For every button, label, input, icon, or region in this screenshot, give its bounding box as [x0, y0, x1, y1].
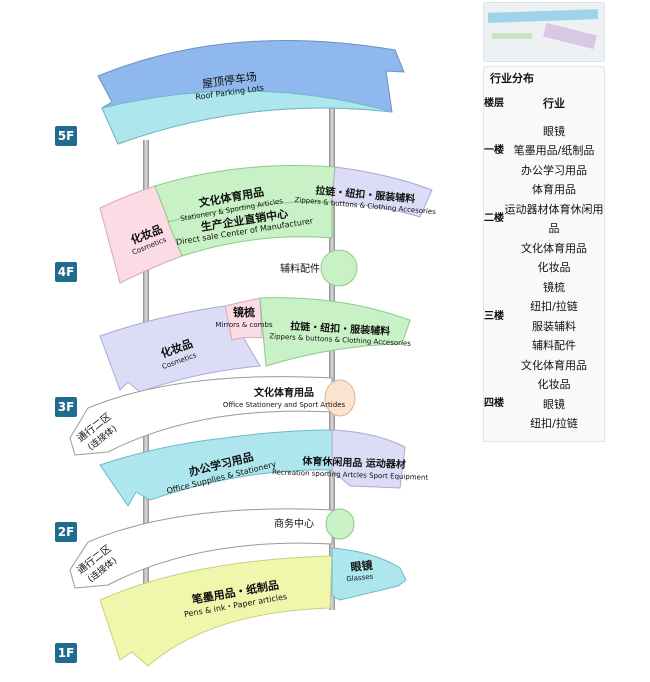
legend-row: 文化体育用品: [484, 355, 604, 375]
legend-row: 笔墨用品/纸制品: [484, 141, 604, 161]
support-pole-right: [329, 98, 335, 610]
f2-passage-area[interactable]: [69, 508, 333, 589]
legend-floor-1: 一楼: [484, 144, 504, 156]
f3-cosmetics-area[interactable]: [99, 305, 261, 393]
thumbnail-band: [543, 22, 597, 50]
legend-row: 文化体育用品: [484, 238, 604, 258]
floor-4f: 化妆品 Cosmetics 文化体育用品 Stationery & Sporti…: [99, 165, 436, 287]
legend-title: 行业分布: [490, 72, 534, 85]
f4-accessories-area[interactable]: [320, 249, 358, 287]
industry-legend-panel: 行业分布 楼层 行业 一楼眼镜 笔墨用品/纸制品 办公学习用品 二楼体育用品 运…: [483, 66, 605, 442]
thumbnail-band: [487, 9, 599, 23]
floor-badge-3f[interactable]: 3F: [55, 397, 77, 417]
legend-industry: 镜梳: [543, 280, 565, 294]
legend-row: 纽扣/拉链: [484, 414, 604, 434]
legend-industry: 笔墨用品/纸制品: [513, 144, 595, 158]
legend-industry: 辅料配件: [532, 339, 576, 353]
legend-floor-3: 三楼: [484, 310, 504, 322]
legend-row: 二楼 体育用品: [484, 180, 604, 224]
legend-floor-4: 四楼: [484, 398, 504, 410]
legend-industry: 眼镜: [543, 124, 565, 138]
legend-industry: 运动器材体育休闲用品: [504, 202, 604, 235]
legend-row: 镜梳: [484, 277, 604, 297]
legend-row: 辅料配件: [484, 336, 604, 356]
legend-row: 办公学习用品: [484, 160, 604, 180]
legend-header-industry: 行业: [543, 97, 565, 110]
legend-industry: 文化体育用品: [521, 358, 587, 372]
f2-business-area[interactable]: [325, 508, 355, 540]
f3-culture-area[interactable]: [324, 379, 356, 417]
legend-industry: 办公学习用品: [521, 163, 587, 177]
legend-table: 楼层 行业 一楼眼镜 笔墨用品/纸制品 办公学习用品 二楼体育用品 运动器材体育…: [484, 85, 604, 433]
f3-mirrors-en: Mirrors & combs: [215, 321, 273, 329]
legend-row: 运动器材体育休闲用品: [484, 199, 604, 238]
legend-row: 服装辅料: [484, 316, 604, 336]
legend-row: 眼镜: [484, 394, 604, 414]
f3-mirrors-area[interactable]: [224, 297, 263, 341]
legend-header-row: 楼层 行业: [484, 85, 604, 121]
f2-office-area[interactable]: [99, 429, 333, 507]
f1-glasses-en: Glasses: [346, 573, 374, 584]
legend-header-floor: 楼层: [484, 97, 504, 109]
overview-thumbnail[interactable]: [483, 2, 605, 62]
f1-glasses-cn: 眼镜: [350, 558, 373, 574]
legend-floor-2: 二楼: [484, 213, 504, 224]
floor-badge-5f[interactable]: 5F: [55, 126, 77, 146]
f3-mirrors-cn: 镜梳: [233, 305, 255, 319]
f2-business-cn: 商务中心: [274, 517, 314, 530]
f2-recreation-area[interactable]: [331, 429, 406, 489]
floor-badge-4f[interactable]: 4F: [55, 262, 77, 282]
floor-5f-roof: 屋顶停车场 Roof Parking Lots: [97, 39, 405, 145]
legend-industry: 眼镜: [543, 397, 565, 411]
f1-glasses-area[interactable]: [331, 547, 407, 601]
floor-2f: 办公学习用品 Office Supplies & Stationery 体育休闲…: [69, 429, 428, 589]
floor-1f: 笔墨用品・纸制品 Pens & ink・Paper articles 眼镜 Gl…: [99, 547, 407, 667]
f3-culture-en: Office Stationery and Sport Artides: [223, 401, 346, 409]
legend-industry: 服装辅料: [532, 319, 576, 333]
f3-culture-cn: 文化体育用品: [254, 386, 314, 399]
f4-factory-area[interactable]: [167, 201, 333, 257]
roof-lower-band: [101, 90, 393, 145]
legend-industry: 纽扣/拉链: [530, 417, 578, 431]
floor-3f: 化妆品 Cosmetics 镜梳 Mirrors & combs 拉链・纽扣・服…: [69, 297, 411, 456]
floor-badge-1f[interactable]: 1F: [55, 643, 77, 663]
legend-industry: 纽扣/拉链: [530, 300, 578, 314]
f4-zippers-area[interactable]: [331, 166, 433, 218]
f2-recreation-cn: 体育休闲用品 运动器材: [302, 454, 406, 471]
legend-row: 一楼 眼镜: [484, 121, 604, 156]
legend-industry: 化妆品: [537, 378, 571, 392]
thumbnail-band: [492, 33, 532, 39]
legend-industry: 化妆品: [537, 261, 571, 275]
floor-badge-2f[interactable]: 2F: [55, 522, 77, 542]
f1-pens-area[interactable]: [99, 555, 333, 667]
legend-row: 四楼 化妆品: [484, 375, 604, 409]
legend-industry: 体育用品: [532, 183, 576, 197]
legend-industry: 文化体育用品: [521, 241, 587, 255]
legend-row: 纽扣/拉链: [484, 297, 604, 317]
f4-accessories-cn: 辅料配件: [280, 262, 320, 275]
legend-row: 三楼 化妆品: [484, 258, 604, 321]
f3-zippers-area[interactable]: [259, 297, 411, 367]
